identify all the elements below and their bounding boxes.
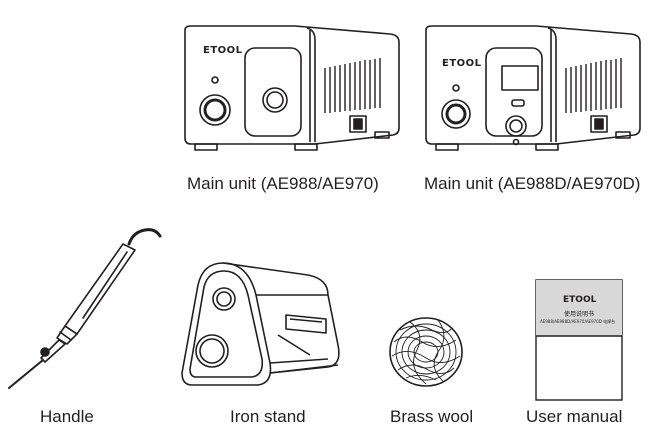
- main-unit-b-logo: ETOOL: [442, 58, 482, 69]
- main-unit-b-caption: Main unit (AE988D/AE970D): [424, 174, 641, 193]
- iron-stand-illustration: [178, 255, 358, 395]
- handle-illustration: [5, 222, 165, 392]
- handle-caption: Handle: [40, 407, 94, 426]
- brass-wool-caption: Brass wool: [390, 407, 474, 426]
- user-manual-illustration: ETOOL 使用说明书 AE988/AE988D/AE970/AE970D 电焊…: [535, 279, 623, 401]
- manual-brand-logo: ETOOL: [563, 295, 597, 305]
- manual-model-line: AE988/AE988D/AE970/AE970D 电焊台: [540, 319, 616, 324]
- manual-subtitle: 使用说明书: [564, 311, 595, 318]
- main-unit-a-illustration: ETOOL: [175, 18, 415, 168]
- main-unit-a-caption: Main unit (AE988/AE970): [187, 174, 379, 193]
- main-unit-b-illustration: ETOOL: [416, 18, 656, 168]
- iron-stand-caption: Iron stand: [230, 407, 306, 426]
- brass-wool-illustration: [386, 312, 466, 392]
- user-manual-caption: User manual: [526, 407, 623, 426]
- main-unit-a-logo: ETOOL: [203, 45, 243, 56]
